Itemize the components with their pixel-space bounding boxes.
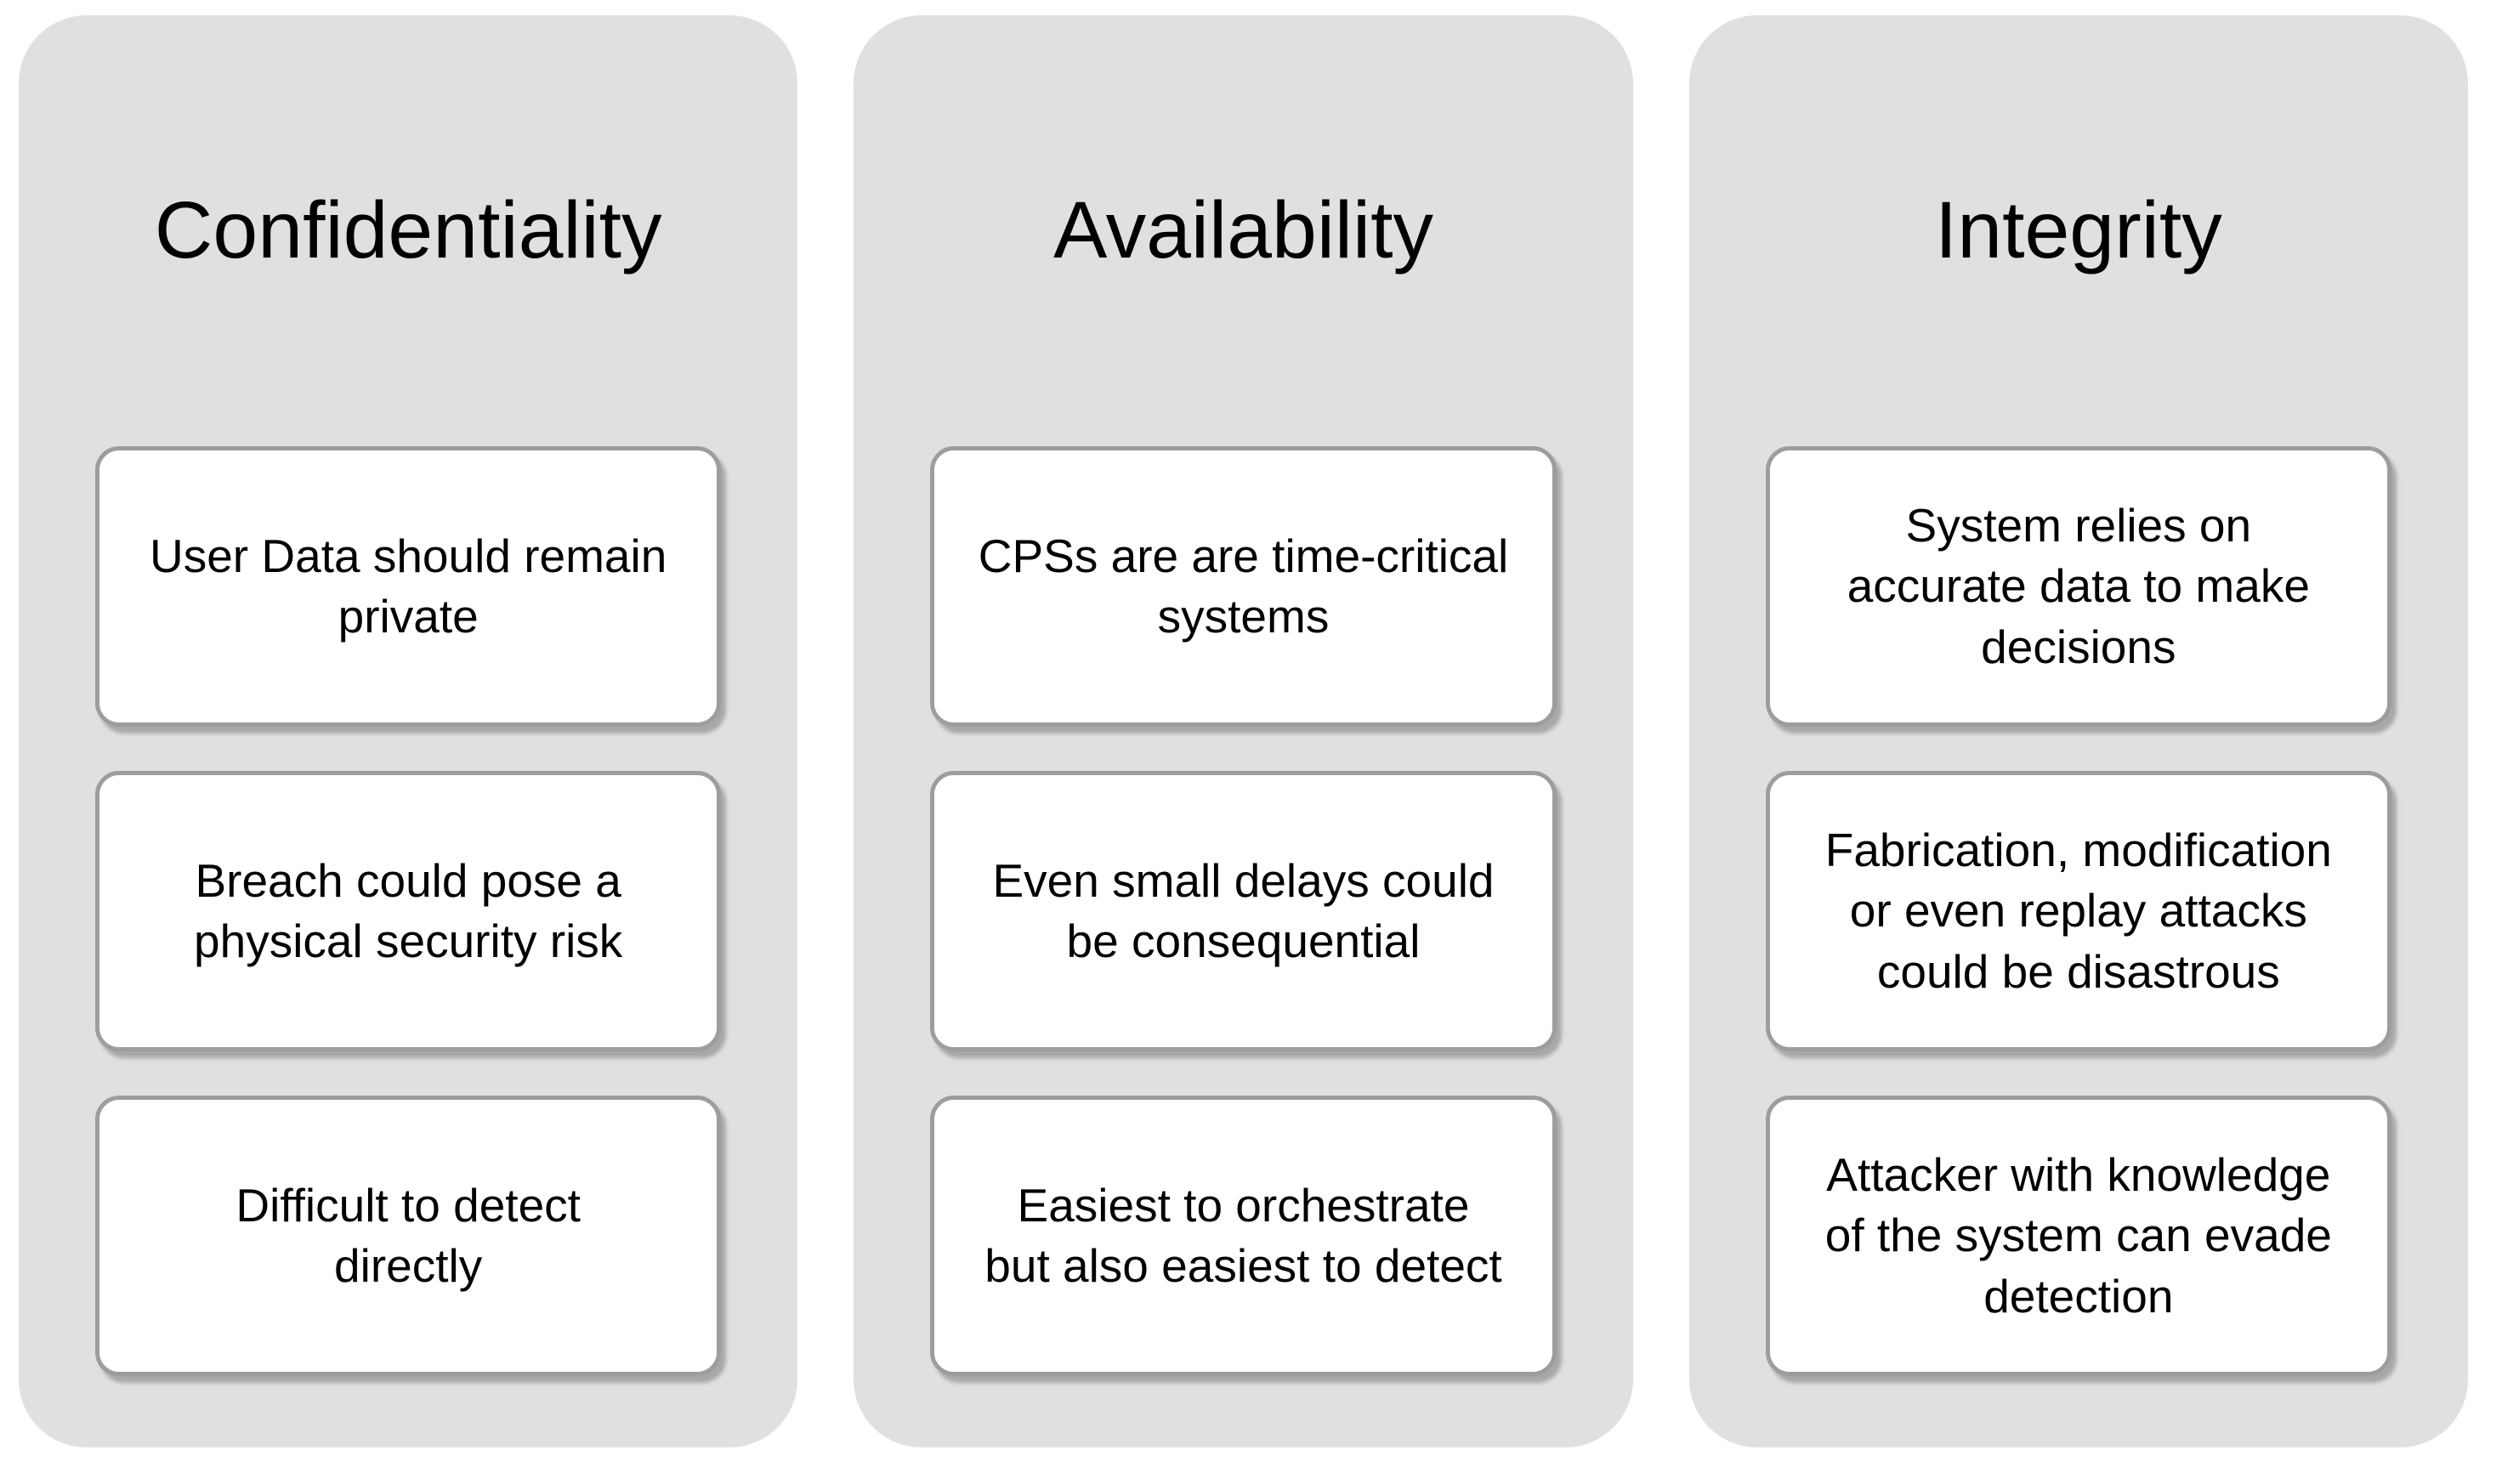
- box-list: CPSs are are time-critical systems Even …: [930, 446, 1557, 1376]
- box-list: System relies on accurate data to make d…: [1765, 446, 2391, 1376]
- info-box: Fabrication, modification or even replay…: [1765, 771, 2391, 1051]
- info-box-text: System relies on accurate data to make d…: [1847, 498, 2310, 673]
- info-box-text: Fabrication, modification or even replay…: [1824, 823, 2332, 998]
- info-box: Even small delays could be consequential: [930, 771, 1557, 1051]
- info-box: User Data should remain private: [95, 446, 722, 727]
- column-title: Integrity: [1934, 185, 2222, 275]
- info-box-text: Attacker with knowledge of the system ca…: [1824, 1147, 2332, 1323]
- box-list: User Data should remain private Breach c…: [95, 446, 722, 1376]
- info-box-text: Difficult to detect directly: [235, 1178, 581, 1293]
- info-box-text: Easiest to orchestrate but also easiest …: [984, 1178, 1502, 1293]
- info-box: CPSs are are time-critical systems: [930, 446, 1557, 727]
- info-box: Attacker with knowledge of the system ca…: [1765, 1096, 2391, 1376]
- column-confidentiality: Confidentiality User Data should remain …: [19, 15, 798, 1447]
- column-title: Availability: [1052, 185, 1434, 275]
- info-box-text: CPSs are are time-critical systems: [978, 529, 1509, 643]
- info-box: System relies on accurate data to make d…: [1765, 446, 2391, 727]
- column-group: Confidentiality User Data should remain …: [19, 15, 2468, 1447]
- column-availability: Availability CPSs are are time-critical …: [854, 15, 1633, 1447]
- info-box: Difficult to detect directly: [95, 1096, 722, 1376]
- info-box: Breach could pose a physical security ri…: [95, 771, 722, 1051]
- column-title: Confidentiality: [154, 185, 662, 275]
- info-box-text: User Data should remain private: [149, 529, 667, 643]
- info-box-text: Even small delays could be consequential: [992, 853, 1495, 968]
- info-box-text: Breach could pose a physical security ri…: [194, 853, 623, 968]
- column-integrity: Integrity System relies on accurate data…: [1688, 15, 2468, 1447]
- info-box: Easiest to orchestrate but also easiest …: [930, 1096, 1557, 1376]
